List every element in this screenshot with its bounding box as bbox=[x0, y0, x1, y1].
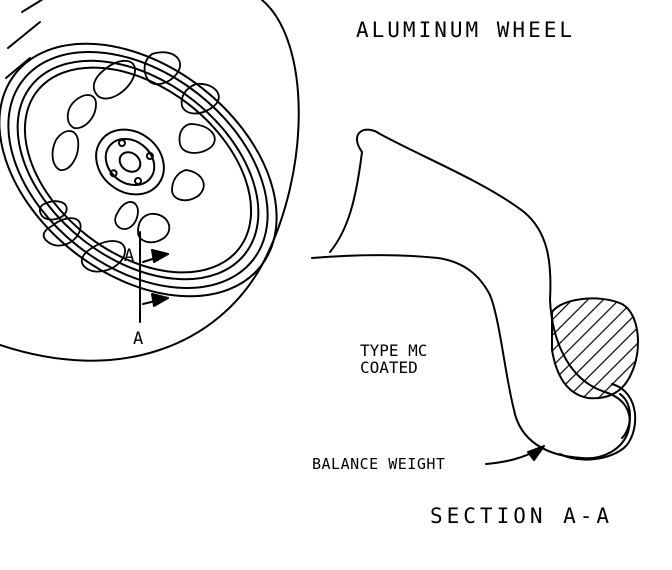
tire-stroke bbox=[21, 0, 44, 13]
rim-section-outline bbox=[311, 128, 631, 460]
section-title: SECTION A-A bbox=[430, 504, 614, 528]
spoke-windows bbox=[38, 51, 220, 273]
arrow-right-icon bbox=[151, 293, 169, 307]
rim-edge bbox=[23, 66, 253, 274]
rim-section-inner bbox=[329, 151, 363, 253]
tire-stroke bbox=[5, 57, 31, 79]
arrow-right-icon bbox=[151, 249, 169, 263]
balance-weight-clip bbox=[559, 383, 637, 461]
wheel-perspective bbox=[0, 0, 300, 362]
section-profile bbox=[311, 128, 639, 465]
diagram-title: ALUMINUM WHEEL bbox=[356, 18, 576, 42]
rim-outer bbox=[0, 42, 278, 298]
section-cut-marker bbox=[139, 231, 169, 323]
coating-label-line1: TYPE MC bbox=[360, 341, 428, 360]
section-marker-bottom: A bbox=[133, 329, 144, 349]
tire-stroke bbox=[7, 21, 41, 49]
balance-weight-clip bbox=[619, 393, 631, 439]
rim-inner bbox=[16, 59, 260, 281]
leader-arrow-icon bbox=[527, 445, 545, 461]
coating-label-line2: COATED bbox=[360, 358, 418, 377]
rim-flange bbox=[7, 51, 269, 289]
hub bbox=[95, 128, 165, 196]
section-marker-top: A bbox=[124, 246, 135, 266]
balance-weight-label: BALANCE WEIGHT bbox=[312, 455, 446, 473]
coated-hatch-region bbox=[551, 297, 639, 400]
